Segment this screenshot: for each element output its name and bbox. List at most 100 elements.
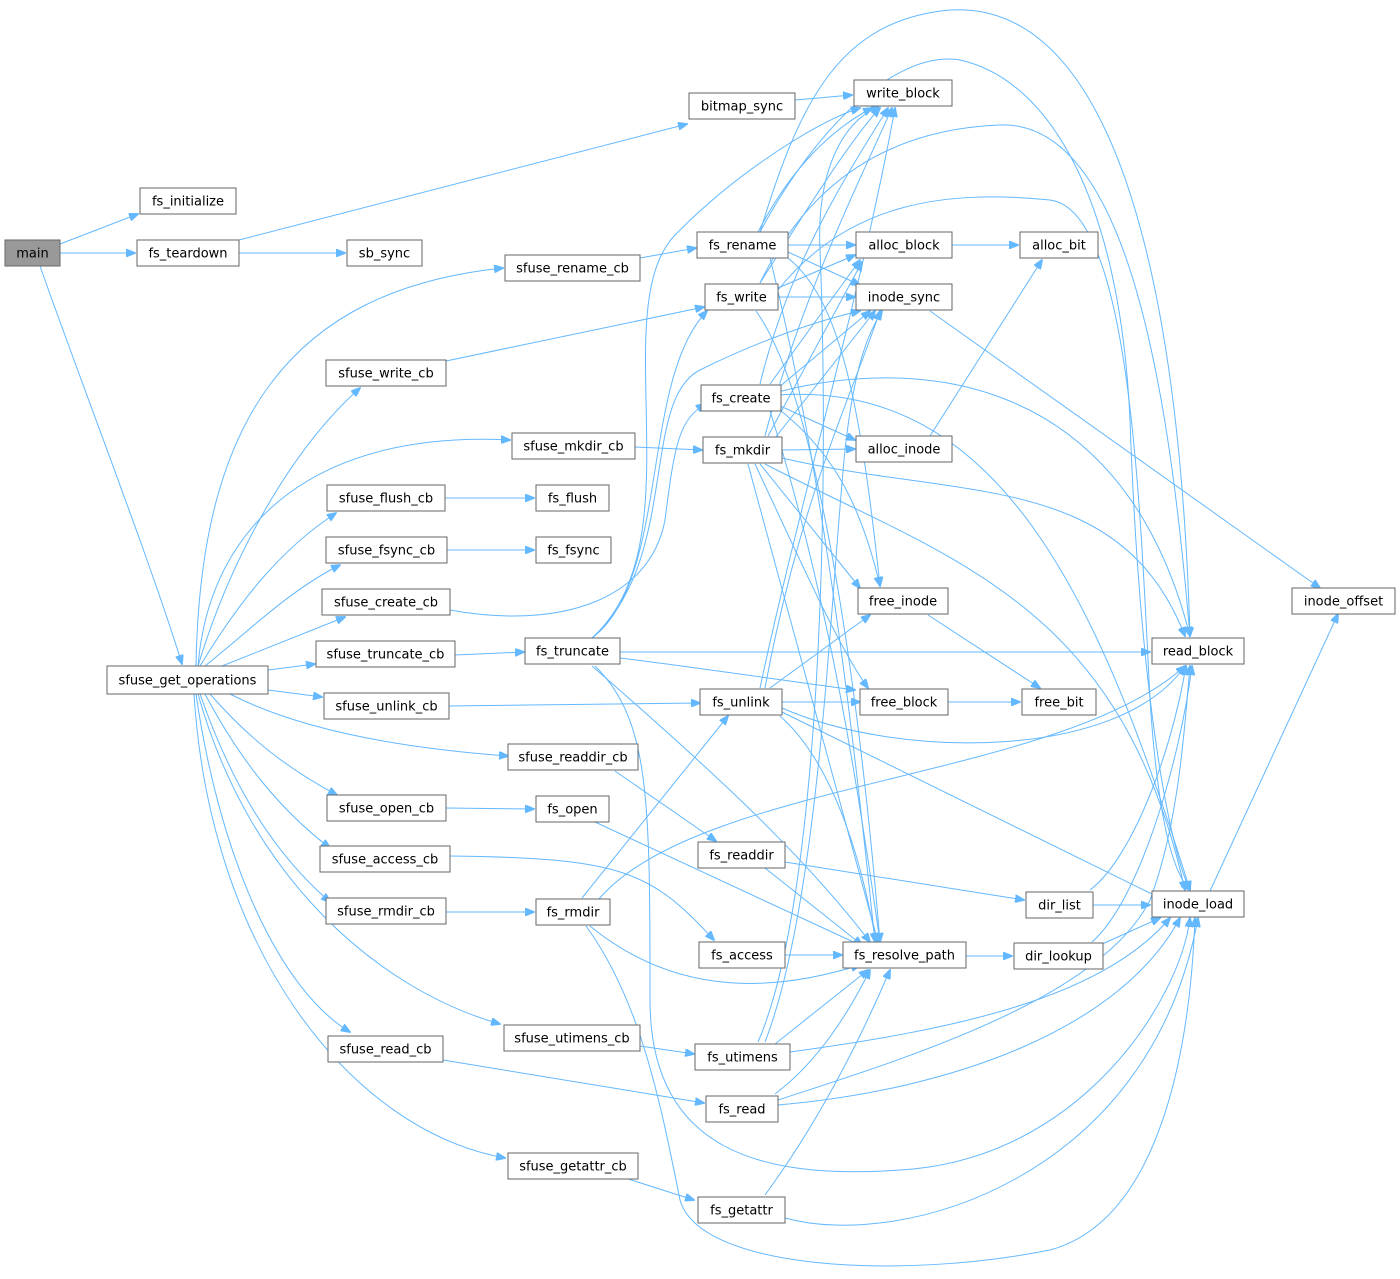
node-sfuse-unlink-cb[interactable]: sfuse_unlink_cb xyxy=(323,692,450,720)
node-sfuse-flush-cb[interactable]: sfuse_flush_cb xyxy=(326,484,446,512)
node-fs-initialize[interactable]: fs_initialize xyxy=(139,187,237,215)
node-box[interactable] xyxy=(1019,231,1099,259)
node-box[interactable] xyxy=(106,665,269,695)
node-box[interactable] xyxy=(1291,587,1396,615)
node-alloc-bit[interactable]: alloc_bit xyxy=(1019,231,1099,259)
node-fs-readdir[interactable]: fs_readdir xyxy=(697,841,786,869)
node-sfuse-rmdir-cb[interactable]: sfuse_rmdir_cb xyxy=(325,897,447,925)
node-box[interactable] xyxy=(325,536,448,564)
node-box[interactable] xyxy=(325,359,447,387)
node-box[interactable] xyxy=(535,795,610,823)
node-fs-getattr[interactable]: fs_getattr xyxy=(697,1196,786,1224)
node-write-block[interactable]: write_block xyxy=(853,79,953,107)
node-box[interactable] xyxy=(511,432,636,460)
node-box[interactable] xyxy=(696,231,789,259)
node-fs-mkdir[interactable]: fs_mkdir xyxy=(702,436,783,464)
node-main[interactable]: main xyxy=(4,239,61,267)
node-box[interactable] xyxy=(1021,688,1097,716)
node-sfuse-getattr-cb[interactable]: sfuse_getattr_cb xyxy=(507,1152,639,1180)
node-sfuse-open-cb[interactable]: sfuse_open_cb xyxy=(326,794,447,822)
node-sfuse-rename-cb[interactable]: sfuse_rename_cb xyxy=(504,254,641,282)
node-box[interactable] xyxy=(327,1035,444,1063)
node-box[interactable] xyxy=(853,79,953,107)
node-box[interactable] xyxy=(323,692,450,720)
node-box[interactable] xyxy=(535,536,612,564)
node-bitmap-sync[interactable]: bitmap_sync xyxy=(688,92,796,120)
node-fs-rename[interactable]: fs_rename xyxy=(696,231,789,259)
node-box[interactable] xyxy=(700,384,782,412)
node-box[interactable] xyxy=(507,743,639,771)
node-box[interactable] xyxy=(859,688,949,716)
node-box[interactable] xyxy=(702,436,783,464)
node-box[interactable] xyxy=(1025,891,1094,919)
node-read-block[interactable]: read_block xyxy=(1151,637,1245,665)
node-alloc-block[interactable]: alloc_block xyxy=(855,231,953,259)
node-inode-offset[interactable]: inode_offset xyxy=(1291,587,1396,615)
node-box[interactable] xyxy=(503,1024,641,1052)
node-box[interactable] xyxy=(842,941,967,969)
node-box[interactable] xyxy=(855,283,953,311)
node-free-block[interactable]: free_block xyxy=(859,688,949,716)
node-box[interactable] xyxy=(504,254,641,282)
node-fs-truncate[interactable]: fs_truncate xyxy=(524,637,621,665)
node-box[interactable] xyxy=(857,587,949,615)
node-sfuse-readdir-cb[interactable]: sfuse_readdir_cb xyxy=(507,743,639,771)
node-dir-lookup[interactable]: dir_lookup xyxy=(1013,942,1104,970)
node-box[interactable] xyxy=(326,484,446,512)
node-box[interactable] xyxy=(507,1152,639,1180)
node-fs-write[interactable]: fs_write xyxy=(704,283,779,311)
node-box[interactable] xyxy=(1013,942,1104,970)
node-fs-fsync[interactable]: fs_fsync xyxy=(535,536,612,564)
node-box[interactable] xyxy=(315,640,456,668)
node-box[interactable] xyxy=(855,435,953,463)
node-box[interactable] xyxy=(699,688,783,716)
node-box[interactable] xyxy=(688,92,796,120)
node-sfuse-fsync-cb[interactable]: sfuse_fsync_cb xyxy=(325,536,448,564)
node-fs-flush[interactable]: fs_flush xyxy=(535,484,610,512)
node-box[interactable] xyxy=(694,1043,791,1071)
node-box[interactable] xyxy=(325,897,447,925)
node-box[interactable] xyxy=(855,231,953,259)
node-sfuse-utimens-cb[interactable]: sfuse_utimens_cb xyxy=(503,1024,641,1052)
node-fs-resolve-path[interactable]: fs_resolve_path xyxy=(842,941,967,969)
node-box[interactable] xyxy=(535,898,611,926)
node-sfuse-write-cb[interactable]: sfuse_write_cb xyxy=(325,359,447,387)
node-sb-sync[interactable]: sb_sync xyxy=(346,239,423,267)
node-sfuse-create-cb[interactable]: sfuse_create_cb xyxy=(321,588,451,616)
node-box[interactable] xyxy=(535,484,610,512)
node-dir-list[interactable]: dir_list xyxy=(1025,891,1094,919)
node-box[interactable] xyxy=(321,588,451,616)
node-sfuse-get-operations[interactable]: sfuse_get_operations xyxy=(106,665,269,695)
node-inode-load[interactable]: inode_load xyxy=(1151,890,1245,918)
node-fs-rmdir[interactable]: fs_rmdir xyxy=(535,898,611,926)
node-box[interactable] xyxy=(136,239,240,267)
node-fs-read[interactable]: fs_read xyxy=(705,1095,779,1123)
node-fs-utimens[interactable]: fs_utimens xyxy=(694,1043,791,1071)
node-box[interactable] xyxy=(4,239,61,267)
node-box[interactable] xyxy=(524,637,621,665)
node-fs-open[interactable]: fs_open xyxy=(535,795,610,823)
node-box[interactable] xyxy=(139,187,237,215)
node-fs-create[interactable]: fs_create xyxy=(700,384,782,412)
node-box[interactable] xyxy=(1151,637,1245,665)
node-inode-sync[interactable]: inode_sync xyxy=(855,283,953,311)
node-box[interactable] xyxy=(705,1095,779,1123)
node-box[interactable] xyxy=(698,941,786,969)
node-box[interactable] xyxy=(326,794,447,822)
node-alloc-inode[interactable]: alloc_inode xyxy=(855,435,953,463)
node-box[interactable] xyxy=(319,845,451,873)
node-sfuse-access-cb[interactable]: sfuse_access_cb xyxy=(319,845,451,873)
node-fs-unlink[interactable]: fs_unlink xyxy=(699,688,783,716)
node-box[interactable] xyxy=(346,239,423,267)
node-box[interactable] xyxy=(697,1196,786,1224)
node-fs-access[interactable]: fs_access xyxy=(698,941,786,969)
node-box[interactable] xyxy=(704,283,779,311)
node-sfuse-truncate-cb[interactable]: sfuse_truncate_cb xyxy=(315,640,456,668)
node-free-inode[interactable]: free_inode xyxy=(857,587,949,615)
node-fs-teardown[interactable]: fs_teardown xyxy=(136,239,240,267)
node-box[interactable] xyxy=(697,841,786,869)
node-sfuse-read-cb[interactable]: sfuse_read_cb xyxy=(327,1035,444,1063)
node-free-bit[interactable]: free_bit xyxy=(1021,688,1097,716)
node-box[interactable] xyxy=(1151,890,1245,918)
node-sfuse-mkdir-cb[interactable]: sfuse_mkdir_cb xyxy=(511,432,636,460)
